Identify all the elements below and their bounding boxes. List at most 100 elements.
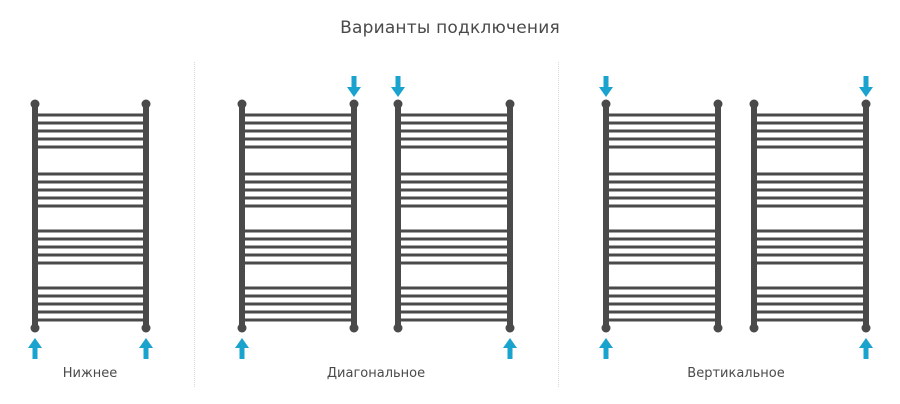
rail-bar — [754, 294, 866, 298]
rail-bar — [35, 286, 146, 290]
rail-cap-top — [861, 99, 871, 109]
rail-bar — [242, 237, 354, 241]
arrow-up-icon — [139, 338, 153, 359]
rail-bar — [242, 188, 354, 192]
rail-bar — [754, 286, 866, 290]
rail-post — [32, 104, 38, 328]
rail-bar — [35, 237, 146, 241]
label-bottom-connection: Нижнее — [62, 366, 118, 381]
rail-bar — [606, 261, 718, 265]
rail-bar — [398, 294, 510, 298]
separator-2 — [558, 62, 559, 387]
rail-post — [143, 104, 149, 328]
label-vertical-connection: Вертикальное — [687, 366, 785, 381]
rail-bar — [754, 318, 866, 322]
arrow-up-icon — [28, 338, 42, 359]
rail-bar — [606, 113, 718, 117]
rail-cap-bottom — [749, 323, 759, 333]
rail-bar — [754, 237, 866, 241]
rail-bar — [398, 137, 510, 141]
rail-bar — [242, 121, 354, 125]
rail-bar — [606, 237, 718, 241]
rail-bar — [398, 172, 510, 176]
rail-bar — [242, 253, 354, 257]
rail-bar — [242, 113, 354, 117]
arrow-down-icon — [391, 76, 405, 97]
rail-bar — [754, 196, 866, 200]
rail-cap-bottom — [601, 323, 611, 333]
rail-bar — [35, 113, 146, 117]
rail-cap-bottom — [30, 323, 40, 333]
rail-cap-top — [713, 99, 723, 109]
rail-bar — [35, 129, 146, 133]
rail-bar — [242, 245, 354, 249]
rail-bar — [606, 196, 718, 200]
rail-bar — [606, 310, 718, 314]
rail-bar — [606, 204, 718, 208]
arrow-up-icon — [503, 338, 517, 359]
rail-bar — [754, 113, 866, 117]
rail-bar — [606, 180, 718, 184]
arrow-down-icon — [859, 76, 873, 97]
rail-bar — [242, 229, 354, 233]
rail-bar — [606, 188, 718, 192]
rail-bar — [242, 294, 354, 298]
rail-bar — [35, 261, 146, 265]
rail-bar — [242, 180, 354, 184]
rail-bar — [242, 310, 354, 314]
rail-bar — [398, 129, 510, 133]
rail-bar — [35, 188, 146, 192]
rail-bar — [398, 310, 510, 314]
rail-post — [351, 104, 357, 328]
rail-bar — [242, 145, 354, 149]
rail-bar — [398, 113, 510, 117]
rail-bar — [606, 172, 718, 176]
rail-bar — [606, 286, 718, 290]
rail-bar — [754, 310, 866, 314]
rail-cap-top — [505, 99, 515, 109]
rail-bar — [606, 121, 718, 125]
rail-bar — [754, 253, 866, 257]
rail-cap-bottom — [505, 323, 515, 333]
rail-bar — [754, 180, 866, 184]
rail-bar — [242, 196, 354, 200]
rail-bar — [35, 180, 146, 184]
rail-post — [395, 104, 401, 328]
rail-bar — [606, 137, 718, 141]
rail-bar — [398, 229, 510, 233]
rail-bar — [35, 121, 146, 125]
rail-bar — [242, 129, 354, 133]
rail-bar — [398, 318, 510, 322]
rail-bar — [754, 229, 866, 233]
rail-post — [751, 104, 757, 328]
rail-cap-top — [141, 99, 151, 109]
rail-bar — [35, 294, 146, 298]
rail-bar — [606, 229, 718, 233]
rail-bar — [606, 294, 718, 298]
arrow-down-icon — [599, 76, 613, 97]
rail-cap-bottom — [237, 323, 247, 333]
rail-cap-bottom — [141, 323, 151, 333]
rail-bar — [35, 229, 146, 233]
rail-bar — [35, 145, 146, 149]
rail-bar — [398, 261, 510, 265]
rail-cap-top — [349, 99, 359, 109]
rail-cap-bottom — [713, 323, 723, 333]
rail-bar — [606, 245, 718, 249]
rail-bar — [398, 180, 510, 184]
rail-bar — [754, 261, 866, 265]
rail-bar — [35, 204, 146, 208]
rail-bar — [35, 318, 146, 322]
rail-bar — [242, 302, 354, 306]
rail-bar — [398, 204, 510, 208]
rail-bar — [606, 145, 718, 149]
rail-cap-top — [237, 99, 247, 109]
rail-cap-bottom — [349, 323, 359, 333]
rail-bar — [242, 172, 354, 176]
page-title: Варианты подключения — [340, 18, 560, 38]
rail-bar — [754, 204, 866, 208]
rail-bar — [398, 196, 510, 200]
rail-bar — [242, 137, 354, 141]
rail-bar — [754, 137, 866, 141]
